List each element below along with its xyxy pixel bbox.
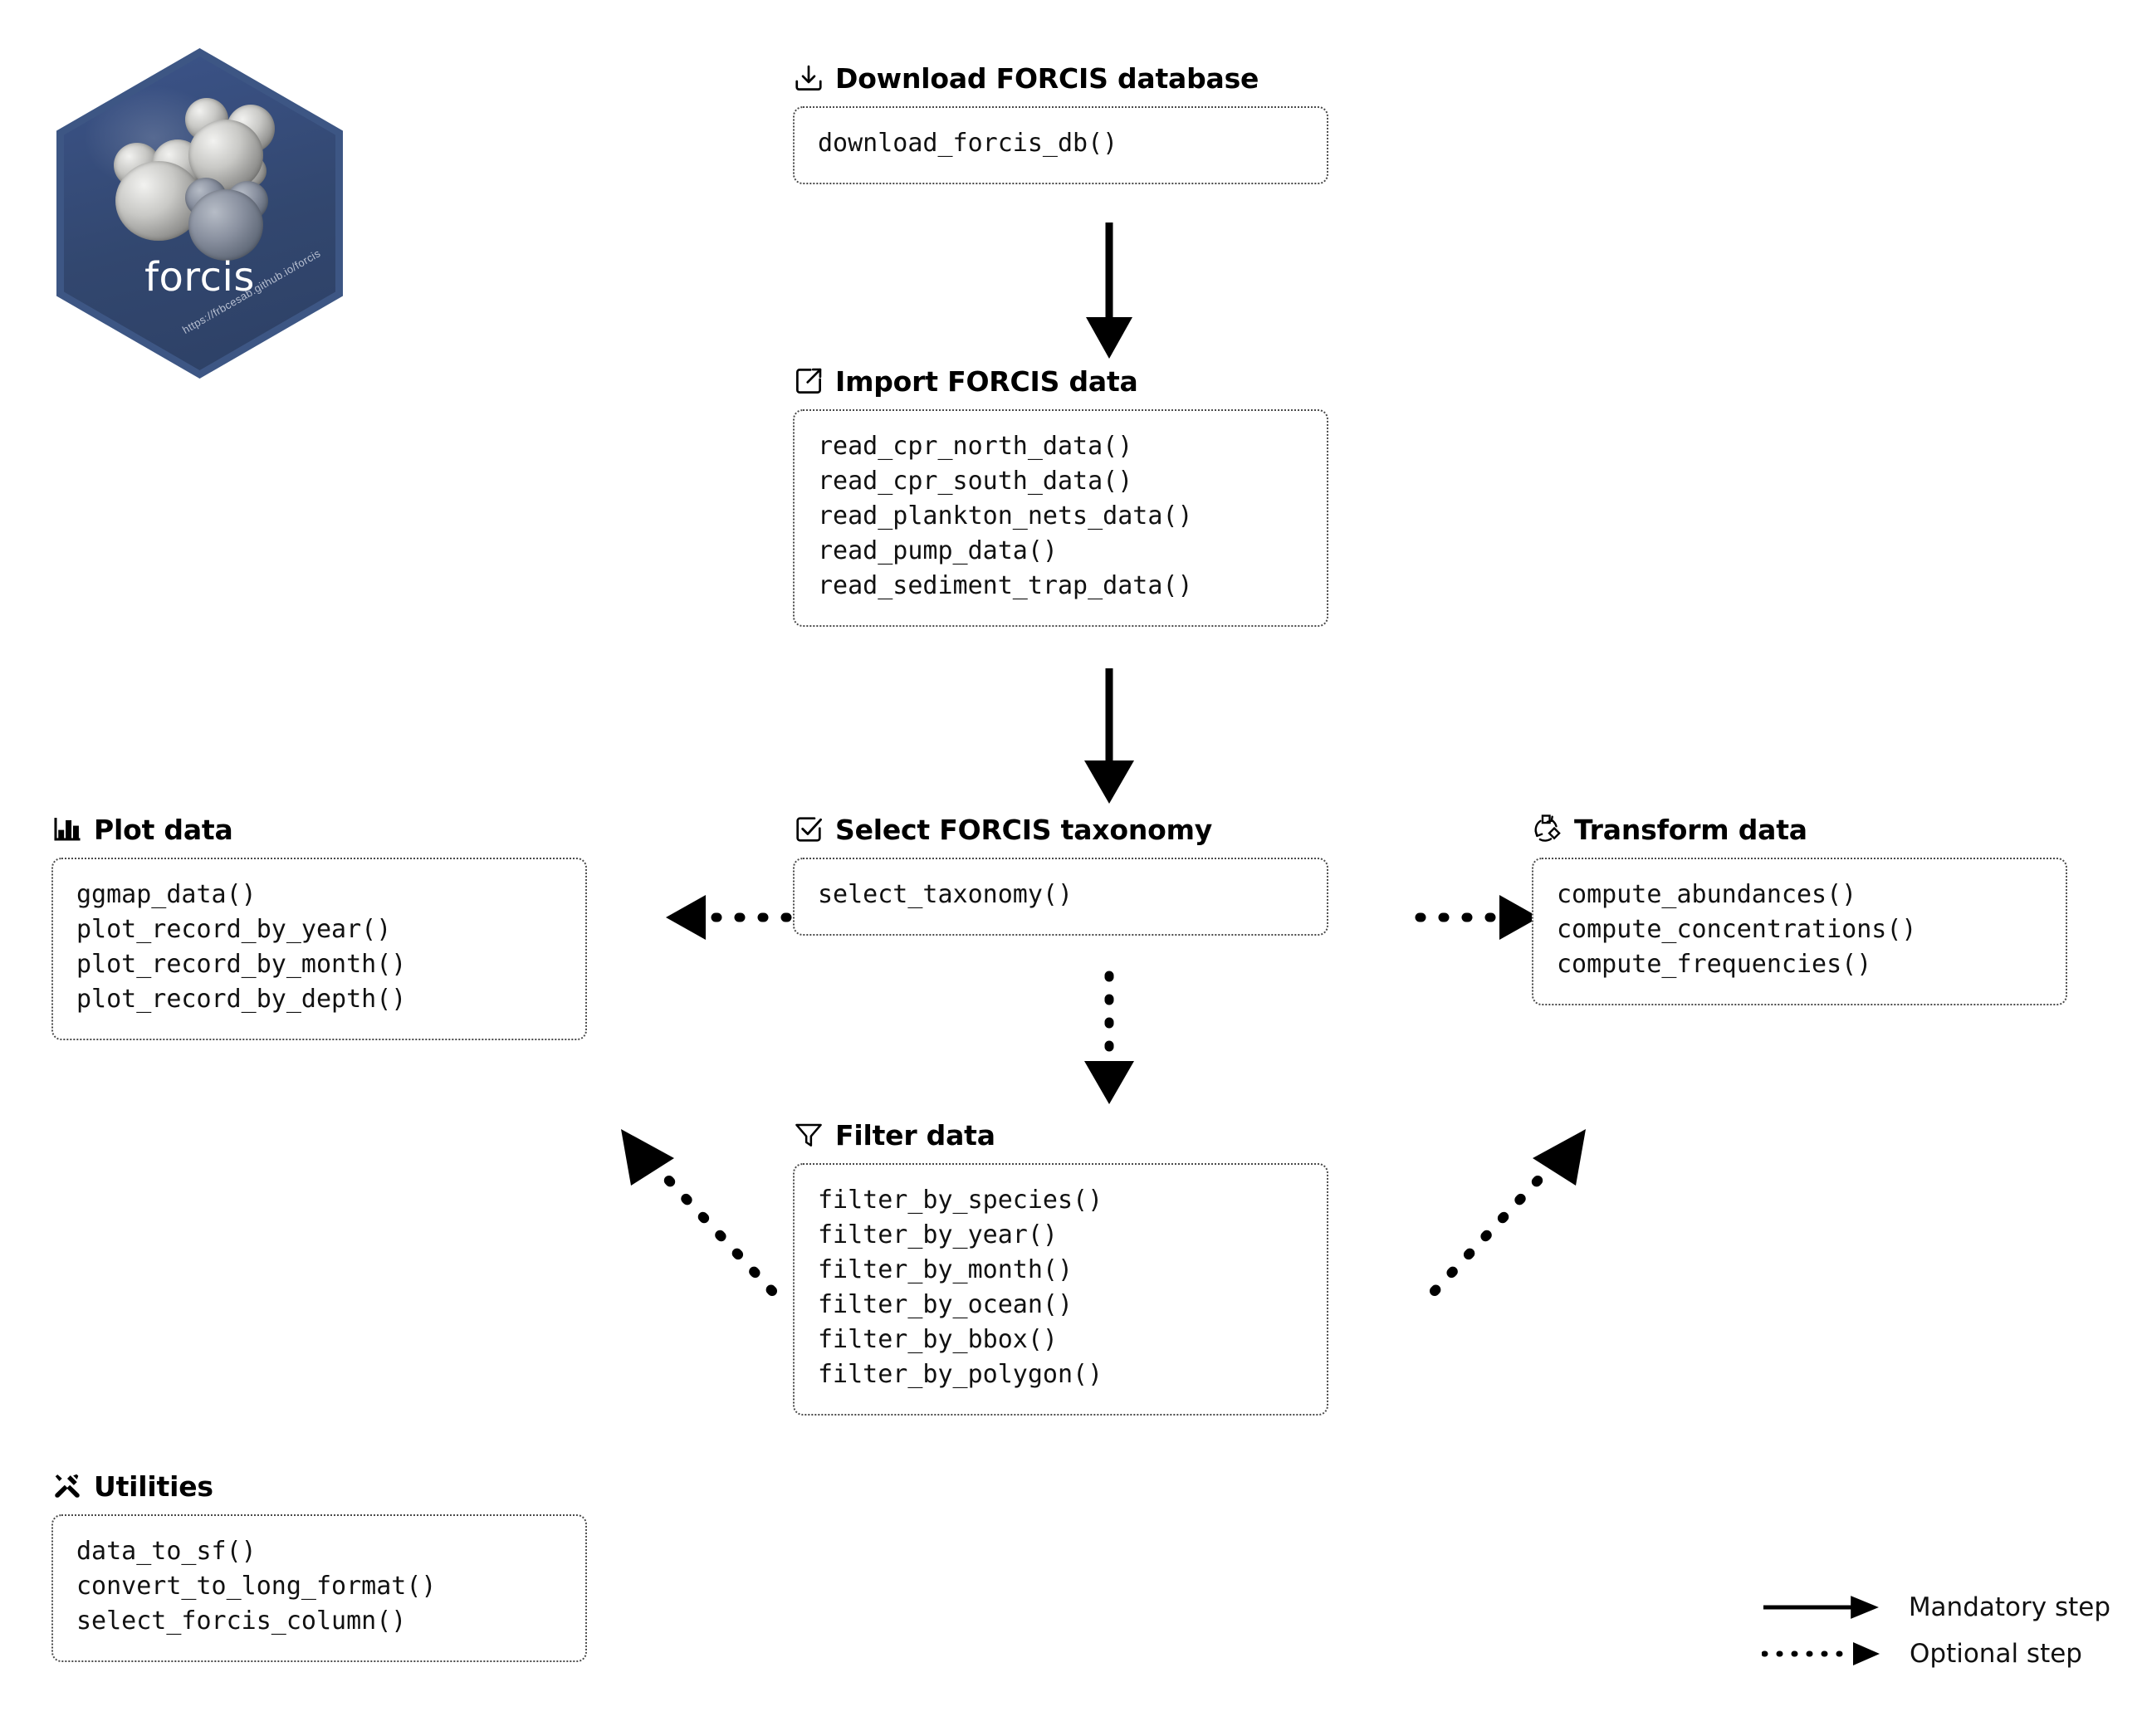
funnel-icon — [795, 1123, 822, 1147]
hex-inner-face: forcis https://frbcesab.github.io/forcis — [64, 56, 335, 370]
edge-download-to-import — [1086, 223, 1132, 359]
function-name: plot_record_by_month() — [76, 950, 407, 979]
section-title: Select FORCIS taxonomy — [835, 813, 1213, 846]
function-name: compute_concentrations() — [1557, 915, 1917, 944]
function-name: select_forcis_column() — [76, 1606, 407, 1636]
function-list-box: download_forcis_db() — [793, 106, 1328, 184]
function-name: data_to_sf() — [76, 1537, 257, 1566]
edge-taxonomy-to-transform — [1415, 895, 1539, 940]
function-list-box: filter_by_species() filter_by_year() fil… — [793, 1163, 1328, 1416]
function-list-box: data_to_sf() convert_to_long_format() se… — [51, 1514, 587, 1662]
function-name: read_cpr_north_data() — [818, 432, 1133, 461]
bar-chart-icon — [54, 818, 81, 841]
function-name: compute_frequencies() — [1557, 950, 1872, 979]
function-name: read_pump_data() — [818, 536, 1058, 565]
section-header: Download FORCIS database — [793, 60, 1328, 96]
edge-import-to-taxonomy — [1084, 668, 1134, 804]
section-plot-data: Plot data ggmap_data() plot_record_by_ye… — [51, 811, 587, 1040]
tools-icon — [55, 1474, 80, 1498]
foraminifera-specimen-bottom — [188, 189, 263, 261]
function-name: plot_record_by_depth() — [76, 985, 407, 1014]
section-header: Import FORCIS data — [793, 363, 1328, 399]
legend-item-mandatory: Mandatory step — [1762, 1584, 2110, 1631]
function-name: select_taxonomy() — [818, 880, 1073, 909]
section-title: Import FORCIS data — [835, 364, 1138, 398]
function-name: read_cpr_south_data() — [818, 467, 1133, 496]
function-name: filter_by_polygon() — [818, 1360, 1103, 1389]
section-title: Download FORCIS database — [835, 61, 1259, 95]
box-arrow-down-icon — [795, 65, 822, 90]
edge-filter-to-transform — [1430, 1129, 1586, 1296]
function-list-box: ggmap_data() plot_record_by_year() plot_… — [51, 858, 587, 1040]
function-list-box: select_taxonomy() — [793, 858, 1328, 936]
function-name: read_sediment_trap_data() — [818, 571, 1193, 600]
function-name: convert_to_long_format() — [76, 1572, 437, 1601]
function-name: filter_by_species() — [818, 1186, 1103, 1215]
section-title: Transform data — [1574, 813, 1807, 846]
legend-label: Mandatory step — [1908, 1592, 2110, 1622]
section-import: Import FORCIS data read_cpr_north_data()… — [793, 363, 1328, 627]
dotted-arrow-sample — [1762, 1642, 1880, 1665]
function-name: compute_abundances() — [1557, 880, 1857, 909]
box-arrow-up-right-icon — [796, 368, 822, 394]
legend-item-optional: Optional step — [1762, 1631, 2110, 1677]
shuffle-transform-icon — [1534, 814, 1561, 842]
function-name: read_plankton_nets_data() — [818, 501, 1193, 531]
edge-filter-to-plot — [621, 1129, 777, 1296]
section-utilities: Utilities data_to_sf() convert_to_long_f… — [51, 1468, 587, 1662]
section-title: Utilities — [94, 1469, 213, 1503]
legend: Mandatory step Optional step — [1762, 1584, 2110, 1677]
solid-arrow-sample — [1763, 1596, 1879, 1619]
section-title: Plot data — [94, 813, 233, 846]
section-transform-data: Transform data compute_abundances() comp… — [1532, 811, 2067, 1005]
section-download: Download FORCIS database download_forcis… — [793, 60, 1328, 184]
section-header: Select FORCIS taxonomy — [793, 811, 1328, 848]
section-header: Plot data — [51, 811, 587, 848]
function-name: filter_by_year() — [818, 1220, 1058, 1249]
section-title: Filter data — [835, 1118, 995, 1152]
function-name: filter_by_ocean() — [818, 1290, 1073, 1319]
edge-taxonomy-to-filter — [1084, 971, 1134, 1104]
function-list-box: read_cpr_north_data() read_cpr_south_dat… — [793, 409, 1328, 627]
function-name: filter_by_month() — [818, 1255, 1073, 1284]
logo-package-name: forcis — [144, 254, 255, 301]
forcis-hex-logo: forcis https://frbcesab.github.io/forcis — [56, 48, 343, 379]
function-name: filter_by_bbox() — [818, 1325, 1058, 1354]
section-header: Filter data — [793, 1117, 1328, 1153]
legend-label: Optional step — [1910, 1639, 2082, 1669]
function-list-box: compute_abundances() compute_concentrati… — [1532, 858, 2067, 1005]
function-name: download_forcis_db() — [818, 129, 1118, 158]
function-name: ggmap_data() — [76, 880, 257, 909]
function-name: plot_record_by_year() — [76, 915, 392, 944]
section-filter-data: Filter data filter_by_species() filter_b… — [793, 1117, 1328, 1416]
checkbox-checked-icon — [796, 817, 822, 842]
section-header: Utilities — [51, 1468, 587, 1504]
section-select-taxonomy: Select FORCIS taxonomy select_taxonomy() — [793, 811, 1328, 936]
edge-taxonomy-to-plot — [666, 895, 792, 940]
section-header: Transform data — [1532, 811, 2067, 848]
